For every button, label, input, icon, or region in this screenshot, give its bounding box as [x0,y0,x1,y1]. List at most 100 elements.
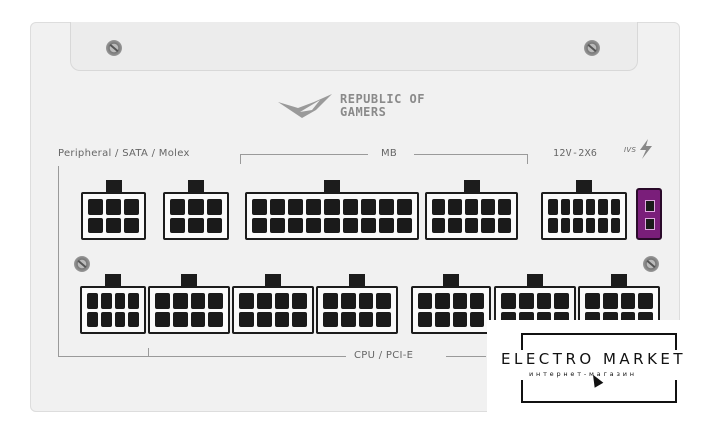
pin [288,217,304,233]
pin [270,199,286,215]
pin [292,311,307,327]
pin [360,199,376,215]
pin [585,293,600,309]
pin [548,217,558,233]
pin [497,199,511,215]
pin [610,217,620,233]
pin [128,311,139,327]
pin [452,293,467,309]
pin [435,311,450,327]
pin [124,199,139,215]
lightning-icon [640,139,652,159]
mb-label: MB [381,148,398,159]
connector-latch [105,180,122,194]
pin [170,217,186,233]
pin [585,217,595,233]
pin [518,293,534,309]
cpu-bracket-bottom [58,356,346,357]
pin [432,199,446,215]
pin [573,217,583,233]
pin [100,311,112,327]
pin [598,199,608,215]
pin [323,293,338,309]
pin [274,293,290,309]
pin [292,293,307,309]
pin [378,199,394,215]
rog-logo: REPUBLIC OF GAMERS [276,92,425,120]
screw-icon [74,256,90,272]
pin [172,311,188,327]
brand-line2: GAMERS [340,105,387,119]
cpu-pcie-connector [411,286,491,334]
pin [620,293,636,309]
connector-latch [188,180,204,194]
watermark-subtitle: интернет-магазин [529,370,637,378]
12v-2x6-sense-pins [636,188,662,240]
ivs-label: IVS [624,146,637,154]
screw-icon [106,40,122,56]
connector-latch [181,274,197,288]
pin [536,293,552,309]
pin [324,199,340,215]
mb-connector-aux [425,192,518,240]
screw-icon [643,256,659,272]
pin [270,217,286,233]
cpu-pcie-connector [148,286,230,334]
pin [190,293,206,309]
pin [469,293,484,309]
screw-icon [584,40,600,56]
pin [188,199,204,215]
pin [170,199,186,215]
cpu-pcie-connector [232,286,314,334]
pin [448,199,462,215]
panel-top-tab [70,22,638,71]
pin [274,311,290,327]
pin [106,217,121,233]
pin [172,293,188,309]
pin [638,293,653,309]
pin [448,217,462,233]
connector-latch [611,274,627,288]
connector-latch [527,274,543,288]
peripheral-label: Peripheral / SATA / Molex [58,148,190,159]
pin [573,199,583,215]
pin [342,217,358,233]
mb-bracket-tick [527,154,528,164]
pin [418,311,433,327]
mb-bracket-left [240,154,368,155]
cpu-pcie-connector [80,286,146,334]
pin [87,293,98,309]
watermark-title: ELECTRO MARKET [501,350,687,368]
pin [252,217,268,233]
pin [554,293,569,309]
rog-eye-logo-icon [278,94,332,118]
pin [360,217,376,233]
pin [190,311,206,327]
pin [481,199,495,215]
connector-latch [443,274,459,288]
pin [358,293,374,309]
pin [497,217,511,233]
pin [464,199,479,215]
pin [481,217,495,233]
pin [610,199,620,215]
pin [128,293,139,309]
pin [342,199,358,215]
pin [124,217,139,233]
pin [188,217,204,233]
pin [560,217,570,233]
pin [323,311,338,327]
pin [396,217,412,233]
pin [87,311,98,327]
peripheral-connector [81,192,146,240]
pin [206,217,222,233]
cpu-bracket-tick [148,348,149,356]
connector-latch [463,180,480,194]
pin [88,217,103,233]
pin [106,199,121,215]
cpu-pcie-label: CPU / PCI-E [354,350,414,361]
pin [376,293,391,309]
pin [548,199,558,215]
brand-line1: REPUBLIC OF [340,92,425,106]
mb-bracket-right [414,154,528,155]
